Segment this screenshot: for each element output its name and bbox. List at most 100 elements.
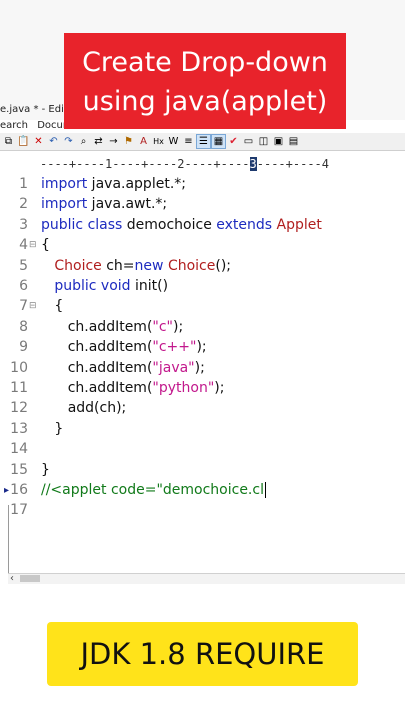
undo-icon[interactable]: ↶	[49, 136, 58, 147]
gutter-divider	[8, 505, 9, 583]
fold-toggle-icon[interactable]: ⊟	[29, 301, 37, 312]
scroll-left-icon[interactable]: ‹	[10, 573, 14, 584]
code-token: ch.addItem(	[41, 339, 153, 356]
column-icon[interactable]: ▦	[211, 134, 226, 149]
title-banner: Create Drop-down using java(applet)	[64, 33, 346, 129]
code-line[interactable]: ▸16//<applet code="demochoice.cl	[0, 480, 405, 501]
split-icon[interactable]: ◫	[258, 136, 269, 147]
list-icon[interactable]: ≡	[184, 136, 193, 147]
horizontal-scrollbar[interactable]: ‹	[8, 573, 405, 584]
code-token: "c++"	[152, 339, 197, 356]
line-number: 13	[10, 420, 28, 437]
code-token: ch.addItem(	[41, 359, 153, 376]
replace-icon[interactable]: ⇄	[94, 136, 103, 147]
code-text: add(ch);	[41, 398, 127, 419]
ruler-before: ----+----1----+----2----+----	[40, 157, 250, 171]
code-line[interactable]: 12 add(ch);	[0, 398, 405, 419]
font-icon[interactable]: A	[140, 136, 147, 147]
toolbar: ⧉ 📋 ✕ ↶ ↷ ⌕ ⇄ → ⚑ A Hx W ≡ ☰ ▦ ✔ ▭ ◫ ▣ ▤	[0, 133, 405, 151]
code-line[interactable]: 7⊟ {	[0, 296, 405, 317]
copy-icon[interactable]: ⧉	[4, 136, 13, 147]
code-token: {	[41, 298, 64, 315]
window-icon[interactable]: ▭	[243, 136, 254, 147]
line-number: 6	[19, 278, 28, 294]
code-line[interactable]: 11 ch.addItem("python");	[0, 378, 405, 399]
ruler-current-column: 3	[249, 157, 257, 171]
code-token: "java"	[152, 359, 195, 376]
code-token: demochoice	[122, 216, 217, 233]
line-number: 5	[19, 257, 28, 274]
current-line-marker-icon: ▸	[4, 485, 10, 496]
code-token: }	[41, 461, 50, 478]
paste-icon[interactable]: 📋	[17, 136, 30, 147]
hex-icon[interactable]: Hx	[153, 137, 164, 146]
code-text: public void init()	[41, 276, 168, 297]
code-token: ch=	[101, 257, 135, 274]
code-text: ch.addItem("python");	[41, 378, 225, 399]
line-number: 7	[19, 298, 28, 315]
code-token: new	[134, 257, 164, 274]
code-token: Applet	[276, 216, 322, 233]
menu-item-search[interactable]: earch	[0, 120, 29, 131]
code-text: ch.addItem("c++");	[41, 337, 207, 358]
code-line[interactable]: 9 ch.addItem("c++");	[0, 337, 405, 358]
goto-icon[interactable]: →	[109, 136, 118, 147]
line-number: 3	[19, 216, 28, 233]
code-token: {	[41, 237, 50, 254]
code-token: import	[41, 196, 88, 213]
window-title: e.java * - EditPl	[0, 104, 77, 115]
fold-toggle-icon[interactable]: ⊟	[29, 240, 37, 251]
bottom-banner: JDK 1.8 REQUIRE	[47, 622, 358, 686]
code-token: init()	[130, 278, 169, 294]
code-token: ch.addItem(	[41, 380, 153, 396]
code-text: import java.applet.*;	[41, 174, 186, 195]
code-text: }	[41, 460, 50, 481]
code-text: ch.addItem("c");	[41, 317, 183, 338]
code-text: {	[41, 296, 63, 317]
bookmark-icon[interactable]: ⚑	[124, 136, 133, 147]
code-line[interactable]: 10 ch.addItem("java");	[0, 358, 405, 379]
line-number: 4	[19, 237, 28, 254]
code-token: "c"	[152, 318, 173, 335]
code-token	[41, 258, 54, 274]
line-number: 17	[10, 502, 28, 519]
scroll-thumb[interactable]	[20, 575, 40, 582]
code-line[interactable]: 3 public class demochoice extends Applet	[0, 215, 405, 236]
code-line[interactable]: 14	[0, 439, 405, 460]
redo-icon[interactable]: ↷	[64, 136, 73, 147]
wordwrap-icon[interactable]: W	[168, 136, 179, 147]
code-token: public class	[41, 216, 123, 233]
line-number: 14	[10, 441, 28, 458]
linenum-icon[interactable]: ☰	[196, 134, 211, 149]
line-number: 12	[10, 400, 28, 417]
code-token: extends	[216, 216, 273, 233]
code-token: java.applet.*;	[87, 176, 186, 192]
code-line[interactable]: 5 Choice ch=new Choice();	[0, 256, 405, 277]
delete-icon[interactable]: ✕	[34, 136, 43, 147]
code-token: "python"	[152, 380, 215, 396]
code-token: public void	[54, 278, 131, 294]
output-icon[interactable]: ▤	[288, 136, 299, 147]
code-line[interactable]: 15}	[0, 460, 405, 481]
code-token: Choice	[54, 257, 102, 274]
code-token: java.awt.*;	[87, 196, 168, 213]
browser-icon[interactable]: ▣	[273, 136, 284, 147]
menu-item-document[interactable]: Docum	[37, 120, 73, 131]
code-line[interactable]: 8 ch.addItem("c");	[0, 317, 405, 338]
line-number: 8	[19, 318, 28, 335]
code-token: add(ch);	[41, 400, 127, 417]
code-line[interactable]: 6 public void init()	[0, 276, 405, 297]
code-text: }	[41, 419, 63, 440]
spell-icon[interactable]: ✔	[229, 136, 238, 147]
line-number: 15	[10, 461, 28, 478]
code-line[interactable]: 17	[0, 500, 405, 521]
find-icon[interactable]: ⌕	[80, 136, 87, 147]
menu-bar: earch Docum	[0, 120, 79, 131]
code-line[interactable]: 4⊟ {	[0, 235, 405, 256]
code-line[interactable]: 13 }	[0, 419, 405, 440]
ruler: ----+----1----+----2----+----3----+----4	[40, 155, 405, 173]
bottom-banner-text: JDK 1.8 REQUIRE	[80, 637, 325, 671]
